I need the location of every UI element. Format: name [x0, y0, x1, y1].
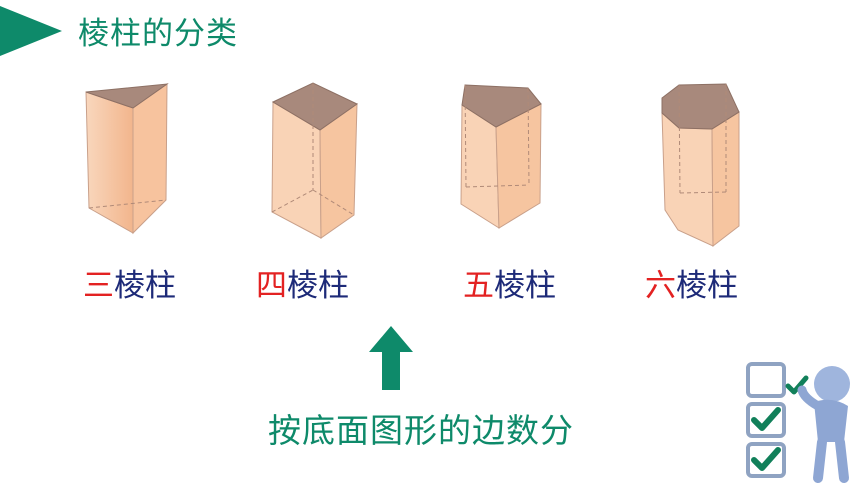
prism-label-prefix: 五: [463, 268, 494, 304]
triangular-prism-icon: [80, 80, 180, 240]
prism-label-suffix: 棱柱: [287, 268, 349, 304]
prism-label-five: 五棱柱: [463, 260, 556, 305]
prism-label-six: 六棱柱: [645, 260, 738, 305]
prism-label-prefix: 四: [256, 268, 287, 304]
checklist-figure-icon: [746, 362, 850, 483]
prism-label-suffix: 棱柱: [114, 268, 176, 304]
pentagonal-prism-icon: [456, 80, 556, 240]
title-bar: 棱柱的分类: [0, 0, 300, 60]
up-arrow-icon: [369, 326, 413, 390]
page-title: 棱柱的分类: [78, 16, 238, 52]
classification-note: 按底面图形的边数分: [268, 411, 574, 450]
prism-label-prefix: 六: [645, 268, 676, 304]
prism-label-four: 四棱柱: [256, 260, 349, 305]
prism-label-three: 三棱柱: [83, 260, 176, 305]
title-triangle-icon: [0, 6, 62, 56]
rectangular-prism-icon: [268, 80, 368, 245]
prism-label-prefix: 三: [83, 268, 114, 304]
prism-label-suffix: 棱柱: [676, 268, 738, 304]
prism-label-suffix: 棱柱: [494, 268, 556, 304]
hexagonal-prism-icon: [656, 80, 751, 250]
